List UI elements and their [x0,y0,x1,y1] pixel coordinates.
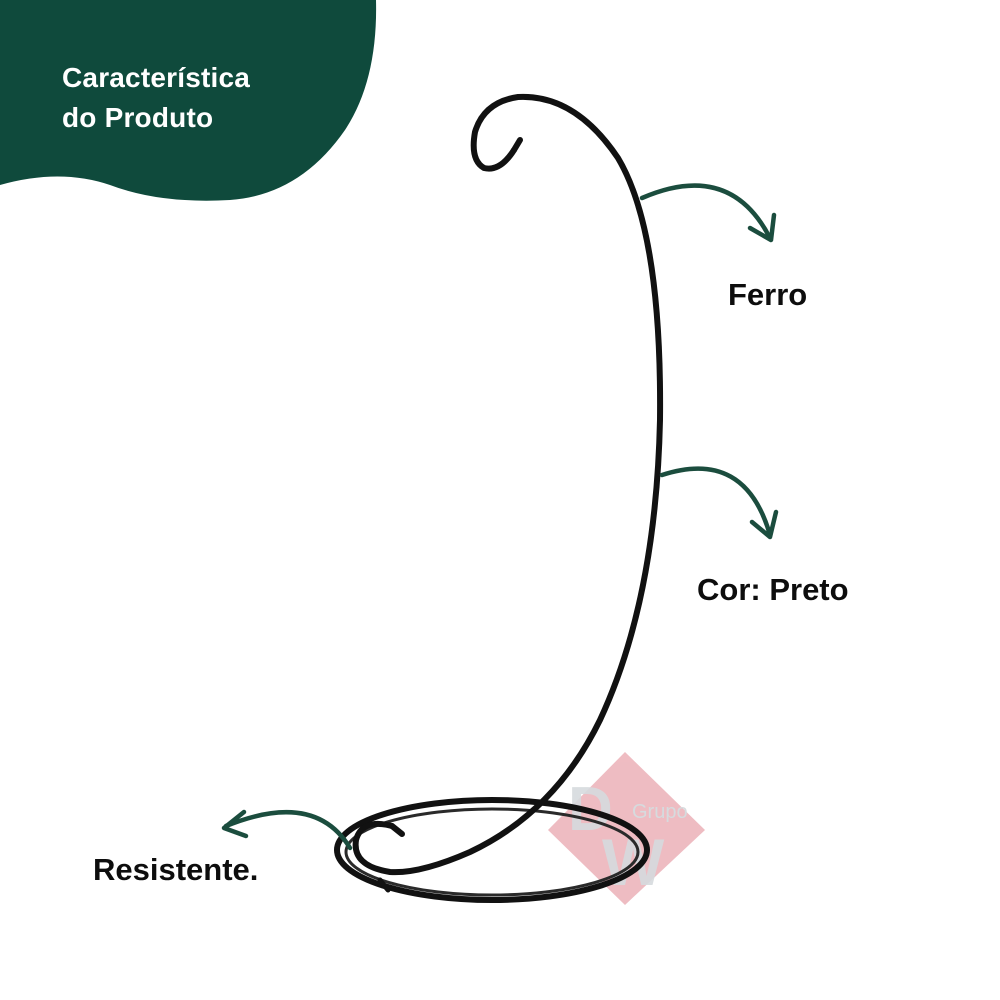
badge-line-2: do Produto [62,102,214,133]
feature-quality-label: Resistente. [93,852,259,887]
arrow-cor-icon [659,466,779,540]
feature-color-label: Cor: Preto [697,572,849,607]
arrow-resistente-icon [221,809,353,851]
stand-hook-tip [511,137,523,153]
stand-rod [352,93,664,876]
feature-badge-title: Característica do Produto [62,58,250,138]
stand-base-ring [334,797,650,903]
feature-badge-shape [0,0,377,201]
badge-line-1: Característica [62,62,251,93]
stand-foot [377,877,391,893]
stand-bottom-tip [389,823,405,837]
watermark-brand: Grupo [632,801,688,823]
arrow-ferro-icon [639,183,777,243]
feature-material-label: Ferro [728,277,808,312]
